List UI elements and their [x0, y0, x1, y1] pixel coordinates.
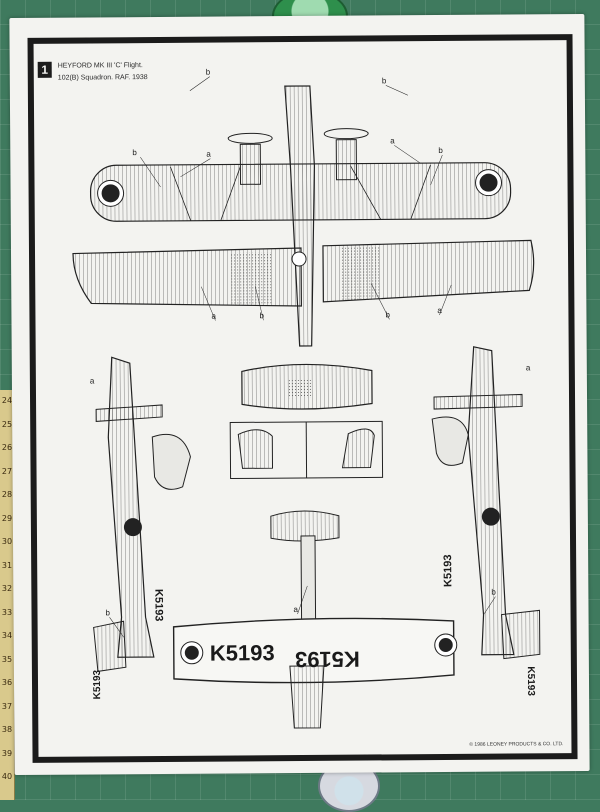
ruler-mark: 40 [1, 772, 13, 781]
registration-fuselage-left: K5193 [152, 589, 164, 622]
ruler-mark: 32 [1, 584, 13, 593]
ruler-mark: 30 [1, 537, 13, 546]
registration-rudder-right: K5193 [525, 666, 536, 696]
ruler-mark: 34 [1, 631, 13, 640]
registration-port: K5193 [210, 640, 275, 665]
aircraft-drawings: K5193 K5193 K5193 K5193 K5193 K5193 b a … [9, 14, 589, 775]
ruler-mark: 36 [1, 678, 13, 687]
ruler-mark: 29 [1, 514, 13, 523]
ruler-mark: 31 [1, 561, 13, 570]
side-profile-right [432, 346, 540, 659]
callout-a: a [206, 150, 211, 159]
ruler-mark: 38 [1, 725, 13, 734]
callout-b: b [438, 146, 443, 155]
registration-rudder-left: K5193 [92, 669, 103, 699]
side-roundel [482, 508, 500, 526]
ruler-mark: 26 [1, 443, 13, 452]
callout-a: a [390, 136, 395, 145]
side-profile-left [92, 357, 192, 672]
ruler-mark: 27 [1, 467, 13, 476]
callout-b: b [259, 311, 264, 320]
callout-b: b [382, 76, 387, 85]
roundel-center [102, 184, 120, 202]
registration-starboard: K5193 [295, 647, 360, 672]
callout-b: b [385, 310, 390, 319]
side-roundel [124, 518, 142, 536]
roundel-center [479, 174, 497, 192]
fin-detail-boxes [230, 421, 382, 478]
callout-b: b [206, 68, 211, 77]
callout-b: b [105, 608, 110, 617]
callout-b: b [132, 148, 137, 157]
callout-a: a [90, 376, 95, 385]
ruler-mark: 39 [1, 749, 13, 758]
underside-view [173, 510, 458, 729]
decal-placement-sheet: 1 HEYFORD MK III 'C' Flight. 102(B) Squa… [9, 14, 589, 775]
ruler-mark: 37 [1, 702, 13, 711]
callout-a: a [526, 363, 531, 372]
registration-fuselage-right: K5193 [442, 555, 454, 588]
callout-b: b [491, 588, 496, 597]
ruler-mark: 28 [1, 490, 13, 499]
ruler-mark: 35 [1, 655, 13, 664]
ruler-mark: 33 [1, 608, 13, 617]
